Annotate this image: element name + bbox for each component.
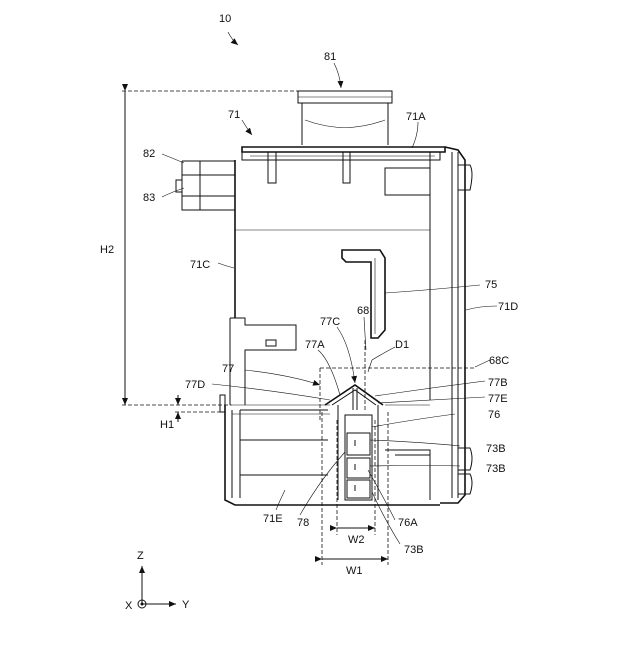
coordinate-axes: [138, 566, 176, 608]
label-73B-3: 73B: [404, 544, 424, 556]
roof-77: [325, 385, 383, 410]
label-76A: 76A: [398, 517, 418, 529]
label-W2: W2: [348, 534, 365, 546]
label-D1: D1: [395, 339, 409, 351]
label-71: 71: [228, 109, 240, 121]
baffle-75: [342, 250, 385, 338]
label-77C: 77C: [320, 316, 340, 328]
label-H2: H2: [100, 244, 114, 256]
label-77D: 77D: [185, 379, 205, 391]
label-81: 81: [324, 51, 336, 63]
inlet-port-81: [298, 91, 392, 145]
label-75: 75: [485, 279, 497, 291]
channel-76: [338, 405, 378, 500]
lower-tank-71E: [220, 395, 440, 505]
label-78: 78: [297, 517, 309, 529]
label-71C: 71C: [190, 259, 210, 271]
label-76: 76: [488, 409, 500, 421]
label-73B-2: 73B: [486, 463, 506, 475]
label-77E: 77E: [488, 393, 508, 405]
reference-lines: [122, 91, 475, 565]
label-77: 77: [222, 363, 234, 375]
label-82: 82: [143, 148, 155, 160]
label-10: 10: [219, 13, 231, 25]
label-77B: 77B: [488, 377, 508, 389]
label-73B-1: 73B: [486, 443, 506, 455]
leader-lines: [162, 32, 497, 544]
axis-label-y: Y: [182, 599, 190, 611]
axis-label-x: X: [125, 600, 133, 612]
label-71D: 71D: [498, 301, 518, 313]
label-77A: 77A: [305, 339, 325, 351]
label-83: 83: [143, 192, 155, 204]
side-wall-71C: [230, 318, 296, 405]
label-W1: W1: [346, 565, 363, 577]
label-H1: H1: [160, 419, 174, 431]
label-71E: 71E: [263, 513, 283, 525]
axis-label-z: Z: [137, 550, 144, 562]
label-68: 68: [357, 305, 369, 317]
label-71A: 71A: [406, 111, 426, 123]
label-68C: 68C: [489, 355, 509, 367]
